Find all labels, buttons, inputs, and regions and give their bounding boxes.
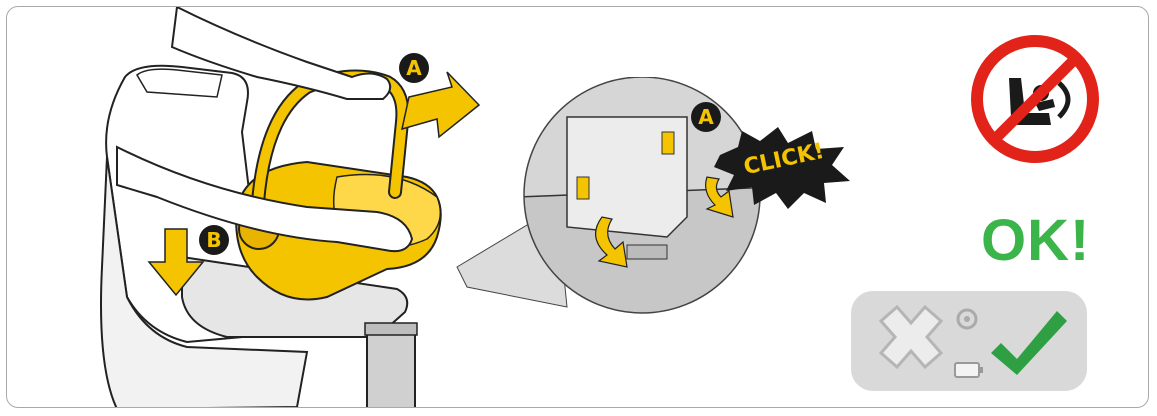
ok-label: OK!: [981, 207, 1090, 274]
car-seat-headrest: [137, 69, 222, 97]
callout-b-badge: B: [199, 225, 229, 255]
checkmark-icon: [991, 311, 1067, 375]
no-airbag-prohibition-icon: [969, 33, 1101, 165]
battery-indicator-icon: [955, 363, 979, 377]
cross-icon: [881, 307, 941, 367]
support-leg: [367, 329, 415, 408]
callout-a-badge: A: [399, 53, 429, 83]
instruction-frame: A B A CLICK! AIRBAG OK!: [6, 6, 1149, 408]
airbag-label: AIRBAG: [1009, 21, 1069, 34]
airbag-off-indicator-panel: [851, 291, 1087, 391]
